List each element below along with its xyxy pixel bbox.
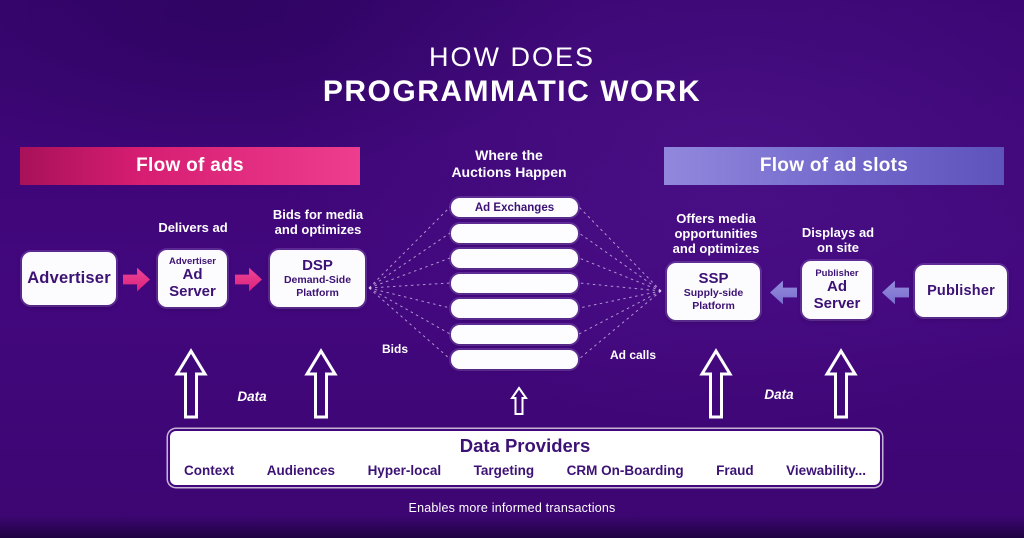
ssp-box: SSP Supply-side Platform xyxy=(667,263,760,320)
data-provider-item: Fraud xyxy=(716,462,754,478)
flow-of-ad-slots-label: Flow of ad slots xyxy=(759,155,909,176)
footer-note: Enables more informed transactions xyxy=(408,501,616,515)
data-providers-title: Data Providers xyxy=(459,435,591,456)
up-arrow-icon xyxy=(174,348,208,419)
ad-exchange-empty-box xyxy=(451,249,578,268)
bids-label: Bids xyxy=(382,342,409,356)
arrow-left-icon xyxy=(882,280,909,305)
pub-ad-server-mid-label: Ad xyxy=(827,277,847,295)
data-providers-box: Data Providers Context Audiences Hyper-loc… xyxy=(170,431,880,485)
ad-calls-label: Ad calls xyxy=(610,348,657,362)
up-arrow-icon xyxy=(699,348,733,419)
up-arrow-small-icon xyxy=(510,386,528,415)
dsp-sub-label: Demand-Side Platform xyxy=(283,274,352,300)
auction-heading: Where the Auctions Happen xyxy=(451,147,567,180)
page-title-line2: PROGRAMMATIC WORK xyxy=(322,75,702,108)
displays-ad-label: Displays ad on site xyxy=(801,225,875,255)
ad-exchange-empty-box xyxy=(451,224,578,243)
up-arrow-icon xyxy=(824,348,858,419)
data-provider-item: Context xyxy=(184,462,235,478)
up-arrow-icon xyxy=(304,348,338,419)
arrow-left-icon xyxy=(770,280,797,305)
advertiser-ad-server-box: Advertiser Ad Server xyxy=(158,250,227,307)
flow-of-ads-label: Flow of ads xyxy=(136,155,244,176)
publisher-box: Publisher xyxy=(915,265,1007,317)
data-provider-item: Viewability... xyxy=(786,462,866,478)
bids-for-media-label: Bids for media and optimizes xyxy=(272,207,364,237)
offers-media-label: Offers media opportunities and optimizes xyxy=(672,211,760,256)
ssp-sub-label: Supply-side Platform xyxy=(683,287,744,313)
ssp-label: SSP xyxy=(698,269,729,287)
arrow-right-icon xyxy=(235,267,262,292)
ad-exchange-empty-box xyxy=(451,299,578,318)
data-providers-items: Context Audiences Hyper-local Targeting CRM … xyxy=(184,459,866,481)
ad-exchange-empty-box xyxy=(451,325,578,344)
pub-ad-server-bottom-label: Server xyxy=(813,294,861,312)
dsp-label: DSP xyxy=(302,256,333,274)
data-provider-item: Hyper-local xyxy=(367,462,442,478)
ad-server-top-label: Advertiser xyxy=(169,256,216,267)
ad-exchange-empty-box xyxy=(451,274,578,293)
ad-server-mid-label: Ad xyxy=(182,266,203,284)
delivers-ad-label: Delivers ad xyxy=(158,220,228,235)
data-provider-item: Audiences xyxy=(266,462,336,478)
ad-exchanges-box: Ad Exchanges xyxy=(451,198,578,217)
ad-exchange-empty-box xyxy=(451,350,578,369)
flow-of-ad-slots-banner: Flow of ad slots xyxy=(664,147,1004,185)
pub-ad-server-top-label: Publisher xyxy=(815,267,859,279)
page-title-line1: HOW DOES xyxy=(428,42,595,72)
flow-of-ads-banner: Flow of ads xyxy=(20,147,360,185)
publisher-ad-server-box: Publisher Ad Server xyxy=(802,261,872,319)
data-provider-item: Targeting xyxy=(473,462,535,478)
ad-exchanges-label: Ad Exchanges xyxy=(474,201,555,214)
advertiser-label: Advertiser xyxy=(27,269,111,287)
data-provider-item: CRM On-Boarding xyxy=(566,462,684,478)
publisher-label: Publisher xyxy=(927,283,995,299)
dsp-box: DSP Demand-Side Platform xyxy=(270,250,365,307)
data-label-right: Data xyxy=(764,387,794,402)
ad-server-bottom-label: Server xyxy=(169,283,216,301)
arrow-right-icon xyxy=(123,267,150,292)
data-label-left: Data xyxy=(237,389,267,404)
advertiser-box: Advertiser xyxy=(22,252,116,305)
